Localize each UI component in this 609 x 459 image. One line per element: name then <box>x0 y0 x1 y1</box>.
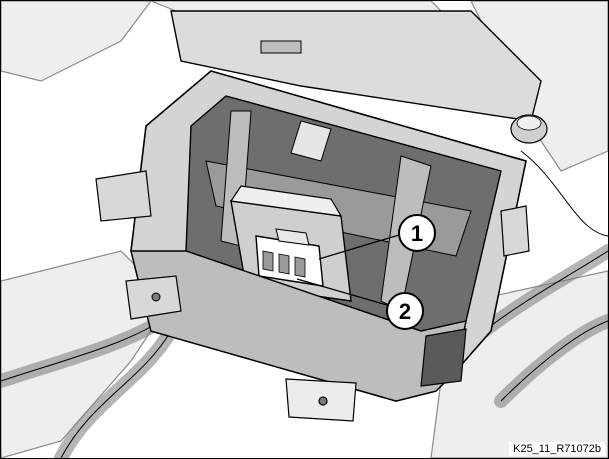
bottom-clip <box>285 378 357 422</box>
round-cap <box>510 114 548 144</box>
leader-lines <box>296 234 400 306</box>
connector-plug <box>255 228 324 287</box>
side-brackets <box>95 170 530 387</box>
callout-1-number: 1 <box>411 221 423 246</box>
reference-code: K25_11_R71072b <box>509 442 605 456</box>
bracket-screw <box>151 292 161 302</box>
lid-hinge <box>260 40 302 54</box>
callout-1: 1 <box>398 214 436 252</box>
callout-2: 2 <box>386 292 424 330</box>
callout-2-number: 2 <box>399 299 411 324</box>
